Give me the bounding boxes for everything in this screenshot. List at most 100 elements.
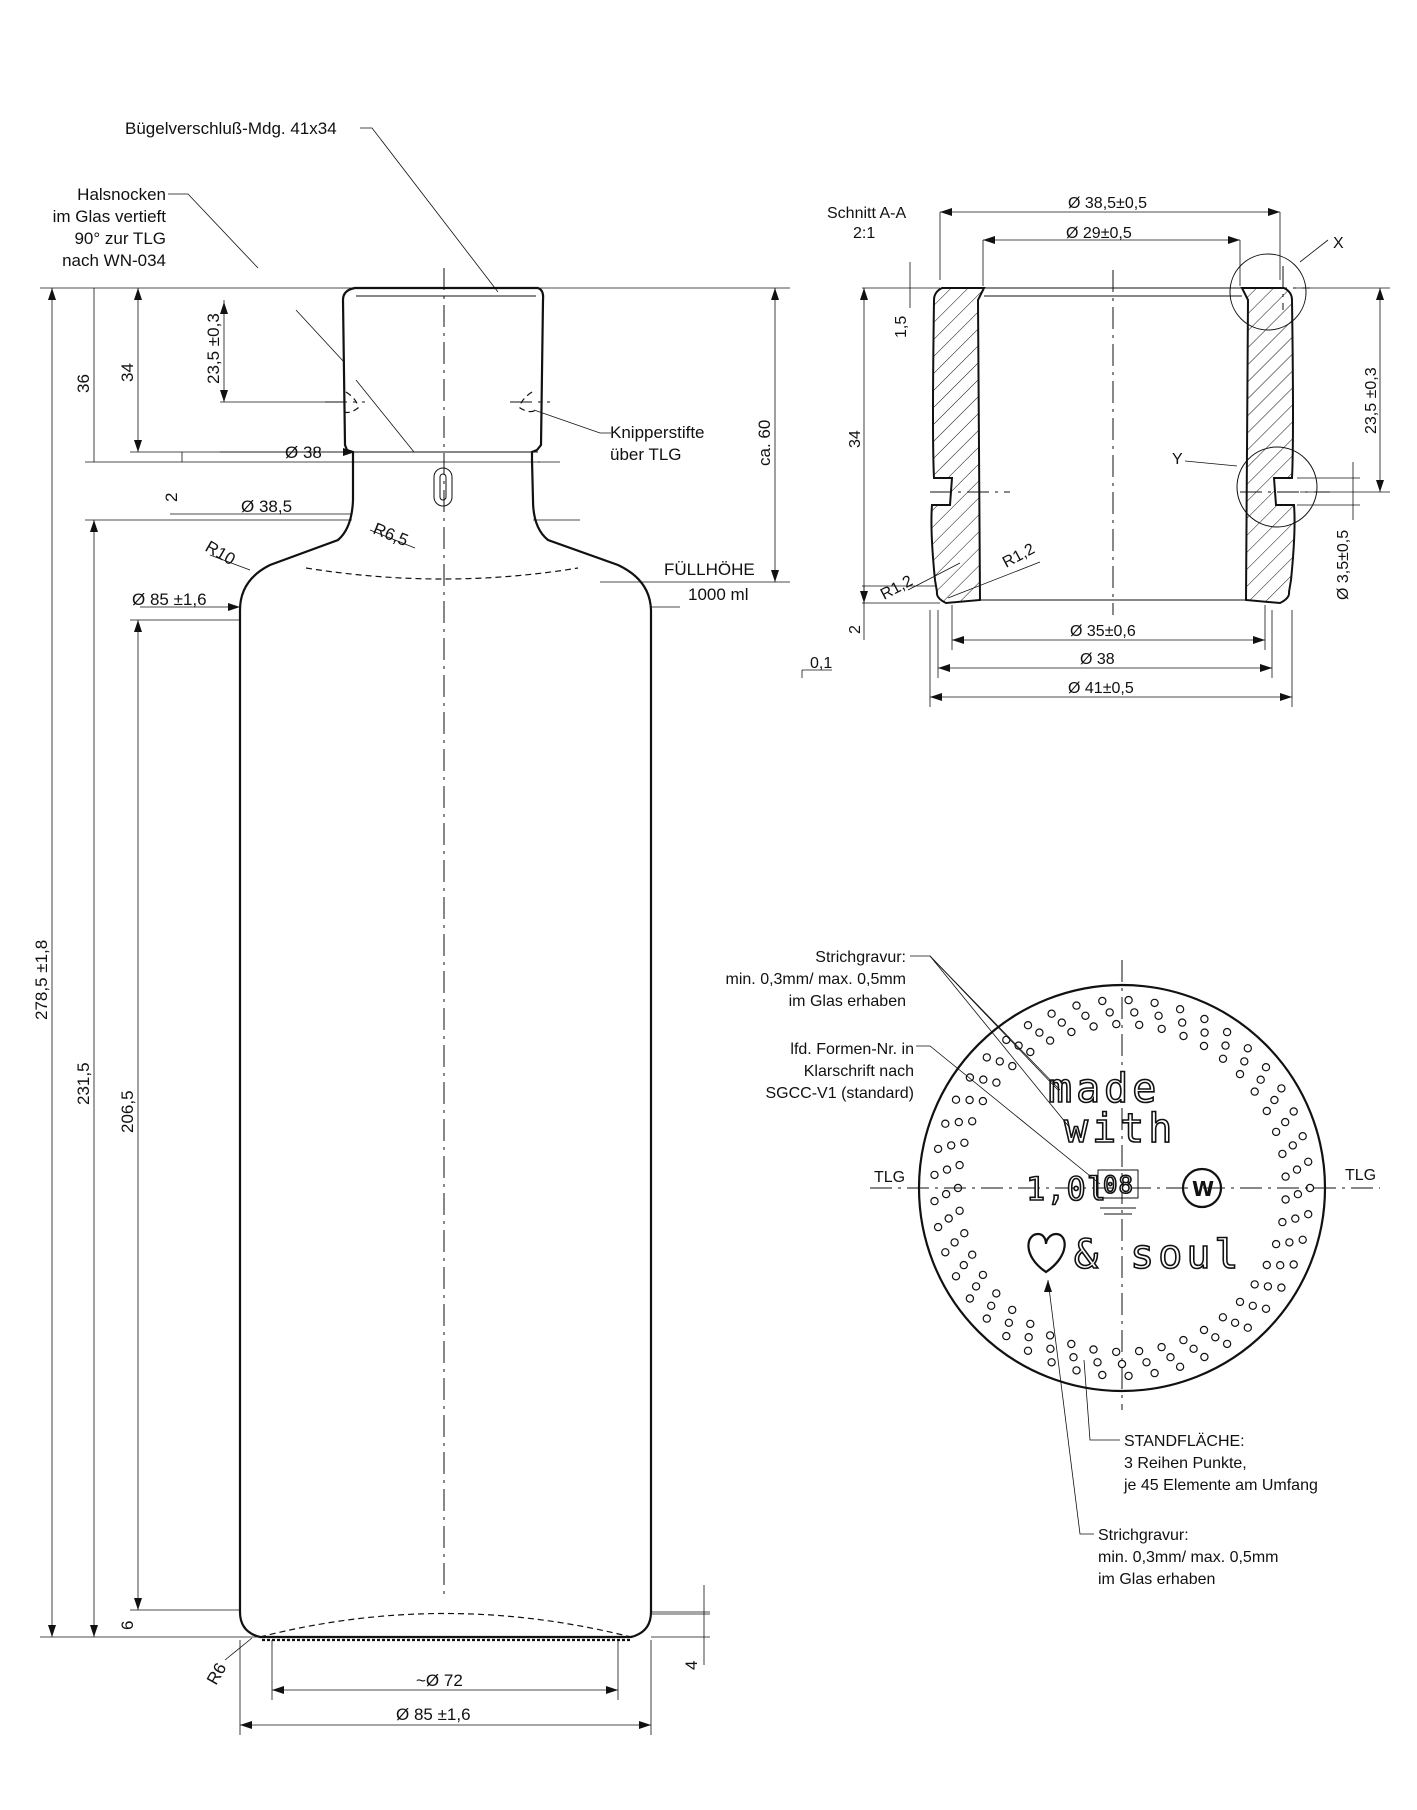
section-dim-r1-2-left: R1,2	[878, 573, 916, 604]
closure-label: Bügelverschluß-Mdg. 41x34	[125, 119, 337, 138]
emboss-soul: & soul	[1074, 1232, 1243, 1278]
base-dot	[1261, 1304, 1271, 1314]
base-dot	[1026, 1047, 1035, 1057]
section-scale: 2:1	[853, 225, 875, 242]
detail-y-circle	[1236, 446, 1318, 528]
engraving-top-label-2: min. 0,3mm/ max. 0,5mm	[726, 971, 906, 988]
base-dot	[953, 1183, 963, 1193]
tolerance-note: 0,1	[810, 655, 832, 672]
base-dot	[960, 1228, 969, 1238]
section-dim-d41: Ø 41±0,5	[1068, 680, 1134, 697]
base-dot	[1081, 1011, 1090, 1021]
base-dot	[1200, 1014, 1209, 1024]
base-dot	[1124, 995, 1133, 1005]
base-dot	[1072, 1001, 1081, 1010]
base-dot	[1250, 1280, 1259, 1289]
base-dot	[1303, 1209, 1313, 1219]
dim-shoulder-height: 231,5	[74, 1062, 93, 1105]
base-dot	[1046, 1344, 1055, 1354]
base-dot	[965, 1073, 975, 1082]
logo-circle	[1181, 1167, 1223, 1209]
section-dim-d35: Ø 35±0,6	[1070, 623, 1136, 640]
base-dot	[1026, 1319, 1035, 1329]
section-dim-23-5: 23,5 ±0,3	[1363, 367, 1380, 434]
dim-d38: Ø 38	[285, 443, 322, 462]
emboss-volume: 1,0l	[1026, 1170, 1107, 1208]
dim-23-5: 23,5 ±0,3	[204, 313, 223, 384]
heart-icon	[1027, 1232, 1066, 1274]
base-dot	[959, 1260, 969, 1270]
base-dot	[1277, 1283, 1286, 1292]
base-dot	[982, 1314, 992, 1323]
base-dot	[1303, 1157, 1313, 1167]
dim-d38-5: Ø 38,5	[241, 497, 292, 516]
base-dot	[1289, 1260, 1298, 1269]
base-dot	[1235, 1069, 1245, 1079]
base-dot	[1243, 1323, 1253, 1332]
base-dot	[1117, 1359, 1127, 1369]
base-label-1: STANDFLÄCHE:	[1124, 1432, 1245, 1450]
base-dot	[992, 1078, 1001, 1087]
base-dot	[1045, 1036, 1055, 1045]
base-dot	[1281, 1195, 1290, 1204]
base-dot	[982, 1053, 992, 1062]
base-dot	[1008, 1061, 1017, 1071]
neck-lug-label-4: nach WN-034	[62, 251, 166, 270]
base-dot	[1275, 1260, 1285, 1270]
base-dot	[1067, 1339, 1076, 1349]
mold-number-label-3: SGCC-V1 (standard)	[766, 1085, 915, 1102]
base-dot	[1111, 1347, 1121, 1357]
base-dot	[1285, 1238, 1294, 1247]
base-label-2: 3 Reihen Punkte,	[1124, 1455, 1247, 1472]
base-dot	[1098, 996, 1107, 1006]
dim-2: 2	[162, 493, 181, 502]
base-dot	[1277, 1084, 1286, 1093]
dim-neck-34: 34	[118, 363, 137, 382]
section-dim-r1-2-right: R1,2	[1000, 541, 1038, 572]
dim-6: 6	[118, 1621, 137, 1630]
base-dot	[1262, 1106, 1272, 1116]
dim-d85-bottom: Ø 85 ±1,6	[396, 1705, 471, 1724]
base-dot	[1256, 1075, 1265, 1084]
base-dot	[979, 1075, 988, 1084]
emboss-with: with	[1064, 1106, 1176, 1152]
section-dim-d38-5: Ø 38,5±0,5	[1068, 195, 1147, 212]
base-dot	[965, 1294, 975, 1303]
section-dim-2: 2	[847, 625, 864, 634]
base-label-3: je 45 Elemente am Umfang	[1123, 1477, 1318, 1494]
base-dot	[1248, 1301, 1258, 1311]
base-dot	[1150, 1368, 1159, 1378]
fill-height-label: FÜLLHÖHE	[664, 560, 755, 579]
base-dot	[1045, 1331, 1055, 1340]
base-dot	[1089, 1345, 1098, 1354]
base-dot	[978, 1096, 988, 1106]
neck-lug-label-2: im Glas vertieft	[53, 207, 167, 226]
base-dot	[1067, 1027, 1076, 1037]
base-dot	[1250, 1087, 1259, 1096]
engraving-top-label-3: im Glas erhaben	[789, 993, 906, 1010]
base-dot	[1263, 1282, 1273, 1291]
base-dot	[955, 1160, 964, 1170]
fill-level-line	[305, 567, 579, 580]
base-dot	[987, 1301, 996, 1311]
base-dot	[1288, 1141, 1298, 1150]
dim-d85-top: Ø 85 ±1,6	[132, 590, 207, 609]
base-dot	[941, 1189, 951, 1199]
base-dot	[1179, 1031, 1188, 1041]
base-dot	[968, 1250, 977, 1259]
base-dot	[1280, 1117, 1290, 1127]
base-dot	[1221, 1041, 1230, 1050]
dim-body-height: 206,5	[118, 1090, 137, 1133]
base-dot	[978, 1270, 988, 1280]
base-dot	[950, 1238, 959, 1247]
section-dim-3-5: Ø 3,5±0,5	[1335, 530, 1352, 600]
engraving-top-label-1: Strichgravur:	[815, 949, 906, 966]
base-dot	[942, 1165, 952, 1174]
base-dot-rings	[930, 995, 1315, 1381]
base-dot	[941, 1248, 950, 1257]
emboss-logo: W	[1192, 1177, 1214, 1201]
base-dot	[1154, 1011, 1163, 1021]
base-dot	[1200, 1028, 1209, 1037]
base-dot	[933, 1144, 943, 1154]
base-dot	[1047, 1358, 1056, 1367]
